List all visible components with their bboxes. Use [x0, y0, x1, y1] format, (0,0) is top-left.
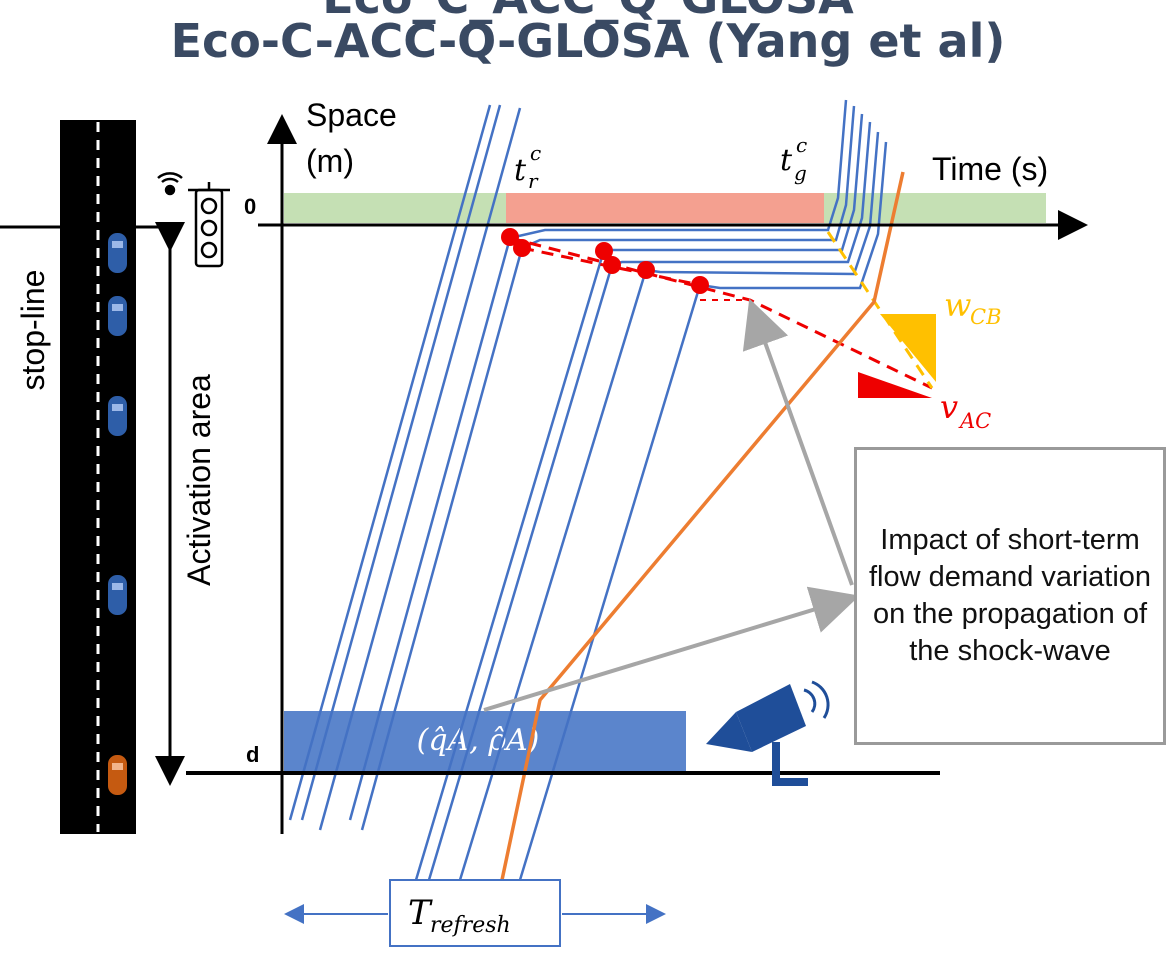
svg-text:AC: AC [958, 409, 991, 433]
green-phase-bar-2 [824, 193, 1046, 223]
estimate-label: (q̂A, ρ̂A) [417, 723, 540, 758]
wcb-slope-triangle [880, 314, 936, 382]
svg-text:c: c [796, 133, 807, 157]
space-unit-label: (m) [306, 143, 354, 179]
svg-text:r: r [528, 169, 539, 193]
svg-text:g: g [794, 161, 807, 185]
callout-arrow-up [742, 298, 854, 586]
space-axis-label: Space [306, 97, 397, 133]
car-icon [108, 396, 127, 436]
red-phase-bar [506, 193, 824, 223]
road [0, 120, 160, 834]
car-icon [108, 233, 127, 273]
impact-callout-box: Impact of short-term flow demand variati… [854, 447, 1166, 745]
t-refresh-label: T [408, 893, 433, 933]
title-cut-top: Eco_C_ACC_Q_GLOSA [0, 0, 1176, 24]
t-refresh-box [389, 879, 561, 947]
time-axis-label: Time (s) [932, 151, 1048, 187]
svg-text:c: c [530, 141, 541, 165]
car-icon [108, 755, 127, 795]
stop-line-label: stop-line [15, 270, 51, 391]
zero-tick-label: 0 [244, 194, 256, 219]
discharge-wave-line [826, 231, 934, 389]
activation-area-label: Activation area [181, 374, 217, 586]
vac-slope-triangle [858, 372, 932, 398]
camera-icon [706, 680, 830, 786]
svg-text:refresh: refresh [430, 913, 511, 938]
impact-callout-text: Impact of short-term flow demand variati… [868, 524, 1152, 667]
v-ac-label: v [940, 388, 958, 426]
t-r-label: t [514, 153, 527, 188]
car-icon [108, 575, 127, 615]
svg-text:CB: CB [970, 305, 1002, 329]
queue-dots [501, 228, 709, 294]
d-tick-label: d [246, 742, 259, 767]
connected-vehicle-trajectory [500, 171, 905, 881]
page-title: Eco-C-ACC-Q-GLOSA (Yang et al) [170, 14, 1006, 68]
callout-arrow-right [483, 586, 860, 712]
traffic-light-icon [157, 172, 230, 268]
t-g-label: t [780, 143, 793, 178]
car-icon [108, 296, 127, 336]
w-cb-label: w [944, 286, 971, 324]
